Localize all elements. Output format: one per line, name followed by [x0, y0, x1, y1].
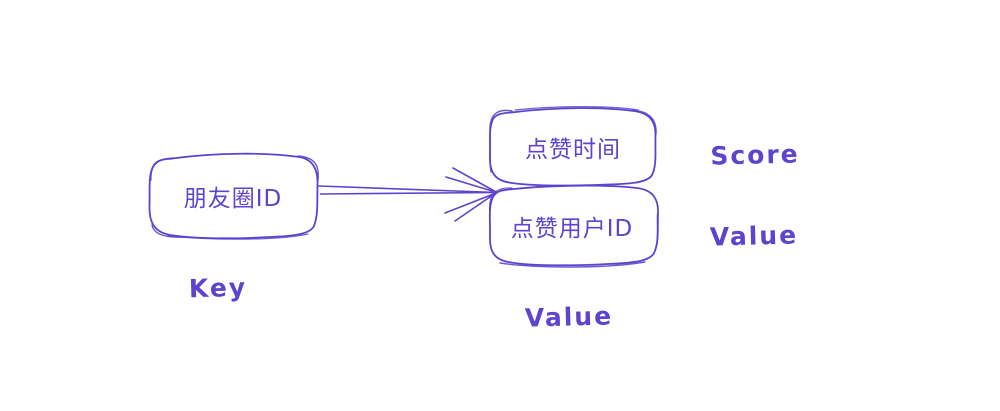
score-box-shape — [489, 106, 657, 187]
key-box-shape — [148, 152, 319, 240]
arrowhead — [452, 167, 498, 194]
arrow — [318, 167, 498, 222]
value-box-shape — [488, 184, 659, 268]
score-box-label: 点赞时间 — [525, 137, 621, 163]
value-group-caption: Value — [524, 301, 614, 333]
value-annotation: Value — [709, 220, 799, 252]
score-annotation: Score — [709, 139, 801, 171]
key-caption: Key — [188, 272, 248, 304]
value-box-label: 点赞用户ID — [510, 216, 634, 242]
key-box-label: 朋友圈ID — [183, 186, 283, 212]
